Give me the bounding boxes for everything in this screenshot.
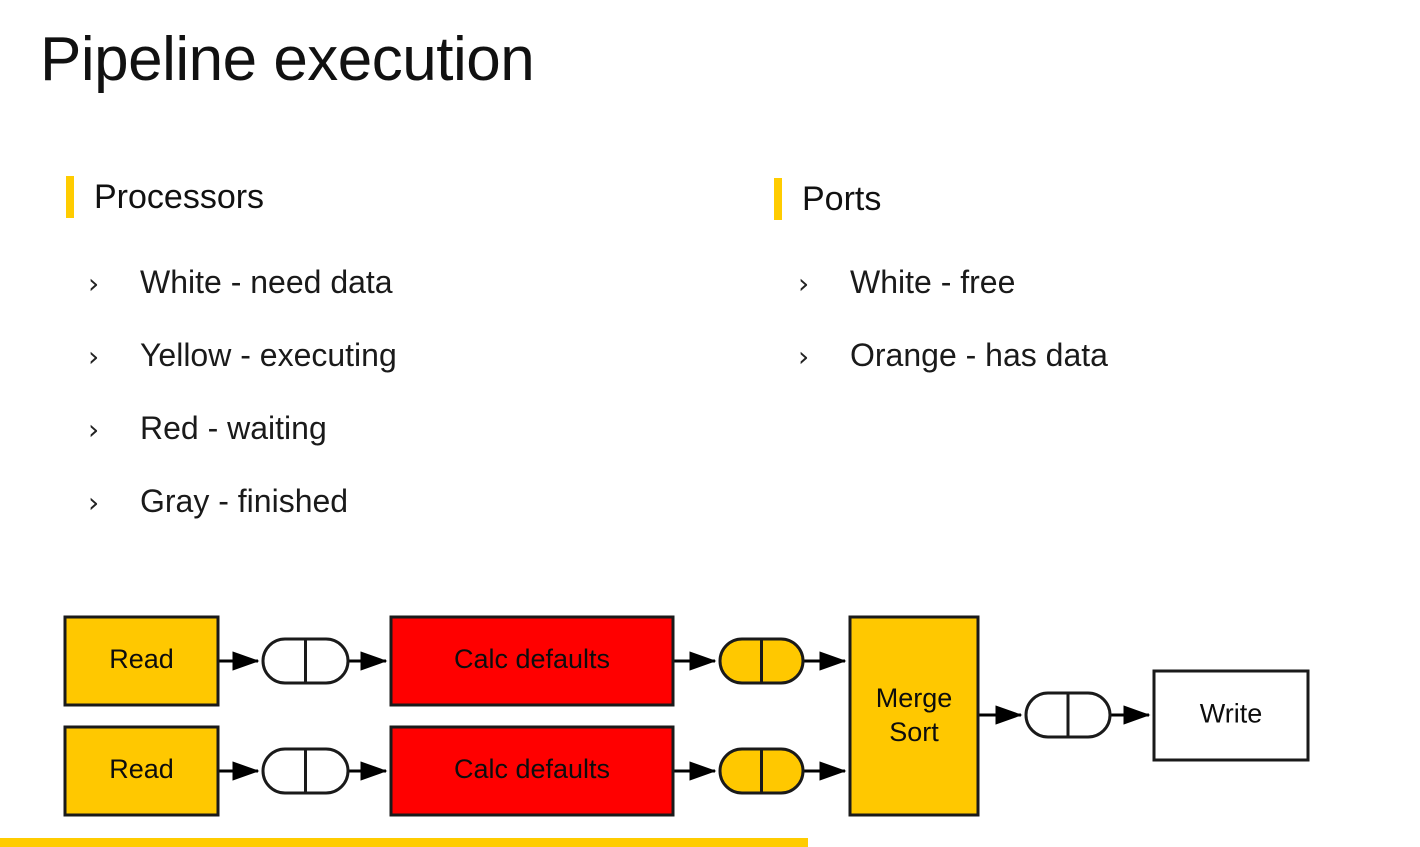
port-node[interactable] xyxy=(1024,691,1112,739)
processor-box[interactable] xyxy=(63,615,220,707)
section-heading-label: Ports xyxy=(802,179,882,218)
port-layer xyxy=(261,637,1112,795)
processor-node[interactable]: Calc defaults xyxy=(389,615,675,707)
processor-node[interactable]: Write xyxy=(1152,669,1310,762)
processor-label: Calc defaults xyxy=(454,644,610,674)
edge-layer xyxy=(219,651,1151,781)
chevron-right-icon: › xyxy=(798,340,810,373)
processor-box[interactable] xyxy=(848,615,980,817)
processor-node[interactable]: Read xyxy=(63,615,220,707)
list-item-label: Gray - finished xyxy=(140,483,349,519)
processor-node[interactable]: Read xyxy=(63,725,220,817)
section-heading-processors: Processors xyxy=(66,176,264,218)
processor-label: Read xyxy=(109,754,174,784)
list-item: › Orange - has data xyxy=(798,337,1108,410)
list-item: › Red - waiting xyxy=(88,410,397,483)
bullet-list-ports: › White - free › Orange - has data xyxy=(798,264,1108,410)
processor-box[interactable] xyxy=(63,725,220,817)
processor-label: Calc defaults xyxy=(454,754,610,784)
list-item-label: Orange - has data xyxy=(850,337,1108,373)
processor-box[interactable] xyxy=(1152,669,1310,762)
port-node[interactable] xyxy=(718,637,805,685)
processor-box[interactable] xyxy=(389,615,675,707)
chevron-right-icon: › xyxy=(88,267,100,300)
processor-box[interactable] xyxy=(389,725,675,817)
processor-label: Read xyxy=(109,644,174,674)
port-node[interactable] xyxy=(718,747,805,795)
list-item-label: White - need data xyxy=(140,264,393,300)
chevron-right-icon: › xyxy=(88,340,100,373)
accent-bar-icon xyxy=(774,178,782,220)
page-title: Pipeline execution xyxy=(40,25,535,94)
list-item-label: Red - waiting xyxy=(140,410,327,446)
list-item-label: White - free xyxy=(850,264,1016,300)
list-item: › Yellow - executing xyxy=(88,337,397,410)
chevron-right-icon: › xyxy=(88,486,100,519)
bullet-list-processors: › White - need data › Yellow - executing… xyxy=(88,264,397,556)
processor-node[interactable]: Calc defaults xyxy=(389,725,675,817)
chevron-right-icon: › xyxy=(88,413,100,446)
accent-bar-icon xyxy=(66,176,74,218)
list-item: › Gray - finished xyxy=(88,483,397,556)
port-node[interactable] xyxy=(261,637,350,685)
port-node[interactable] xyxy=(261,747,350,795)
bottom-accent-bar xyxy=(0,838,808,847)
list-item: › White - need data xyxy=(88,264,397,337)
chevron-right-icon: › xyxy=(798,267,810,300)
section-heading-ports: Ports xyxy=(774,178,881,220)
list-item-label: Yellow - executing xyxy=(140,337,397,373)
section-heading-label: Processors xyxy=(94,177,265,216)
processor-label: Write xyxy=(1200,699,1263,729)
list-item: › White - free xyxy=(798,264,1108,337)
